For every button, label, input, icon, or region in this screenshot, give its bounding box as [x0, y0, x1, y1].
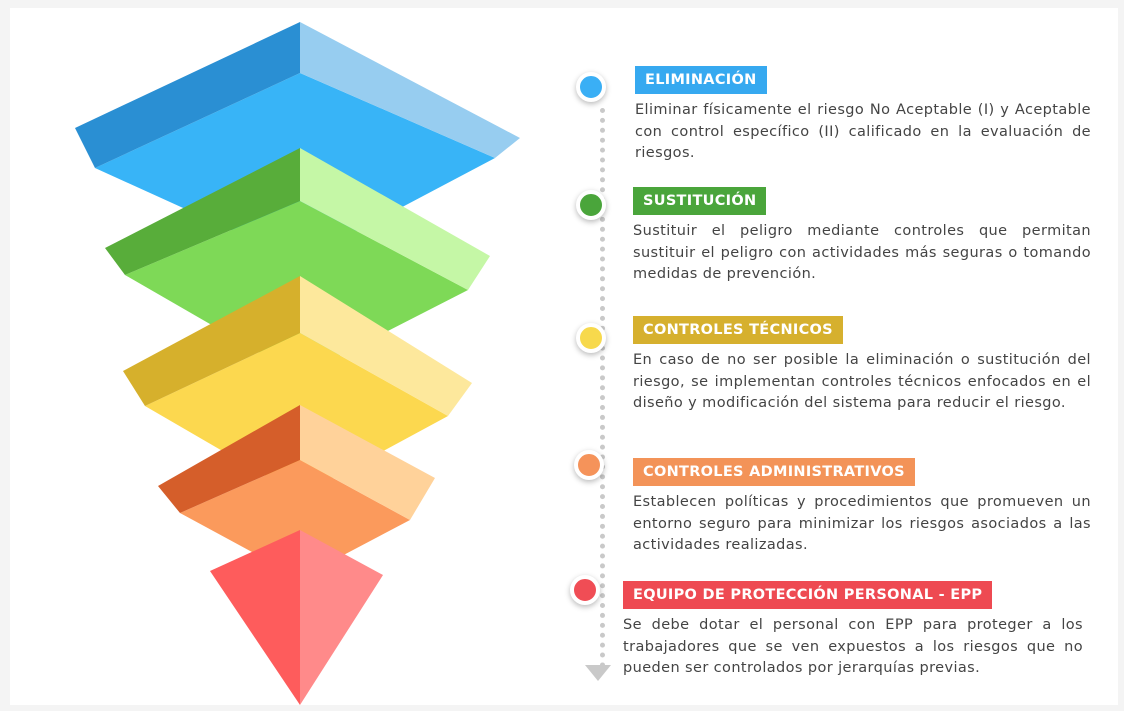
step-5-dot [570, 575, 600, 605]
pyramid-layer-3-right [300, 276, 472, 416]
pyramid-tip-left [210, 530, 300, 705]
step-5-description: Se debe dotar el personal con EPP para p… [623, 617, 1083, 676]
pyramid-tip-right [300, 530, 383, 705]
step-3-description: En caso de no ser posible la eliminación… [633, 352, 1091, 411]
step-2-label: SUSTITUCIÓN [633, 187, 767, 215]
step-controles-tecnicos: CONTROLES TÉCNICOS En caso de no ser pos… [633, 316, 1091, 415]
step-1-dot [576, 72, 606, 102]
diagram-canvas: ELIMINACIÓN Eliminar físicamente el ries… [10, 8, 1118, 705]
pyramid-layer-4-top [180, 460, 410, 578]
step-5-label: EQUIPO DE PROTECCIÓN PERSONAL - EPP [623, 581, 993, 609]
timeline-arrow-down [585, 665, 611, 681]
pyramid-layer-2-right [300, 148, 490, 290]
step-sustitucion: SUSTITUCIÓN Sustituir el peligro mediant… [633, 187, 1091, 286]
step-4-label: CONTROLES ADMINISTRATIVOS [633, 458, 915, 486]
pyramid-layer-3-left [123, 276, 300, 406]
pyramid-layer-2-left [105, 148, 300, 275]
step-4-description: Establecen políticas y procedimientos qu… [633, 494, 1091, 553]
pyramid-layer-4-left [158, 405, 300, 513]
step-epp: EQUIPO DE PROTECCIÓN PERSONAL - EPP Se d… [623, 581, 1083, 680]
step-3-label: CONTROLES TÉCNICOS [633, 316, 843, 344]
pyramid-layer-1-left [75, 22, 300, 168]
step-controles-administrativos: CONTROLES ADMINISTRATIVOS Establecen pol… [633, 458, 1091, 557]
step-1-description: Eliminar físicamente el riesgo No Acepta… [635, 102, 1091, 161]
pyramid-layer-4-right [300, 405, 435, 520]
inverted-pyramid [75, 22, 520, 705]
pyramid-layer-1-right [300, 22, 520, 158]
step-2-description: Sustituir el peligro mediante controles … [633, 223, 1091, 282]
step-3-dot [576, 323, 606, 353]
timeline-dotted-line [600, 108, 605, 668]
step-eliminacion: ELIMINACIÓN Eliminar físicamente el ries… [635, 66, 1091, 165]
step-2-dot [576, 190, 606, 220]
step-1-label: ELIMINACIÓN [635, 66, 767, 94]
step-4-dot [574, 450, 604, 480]
